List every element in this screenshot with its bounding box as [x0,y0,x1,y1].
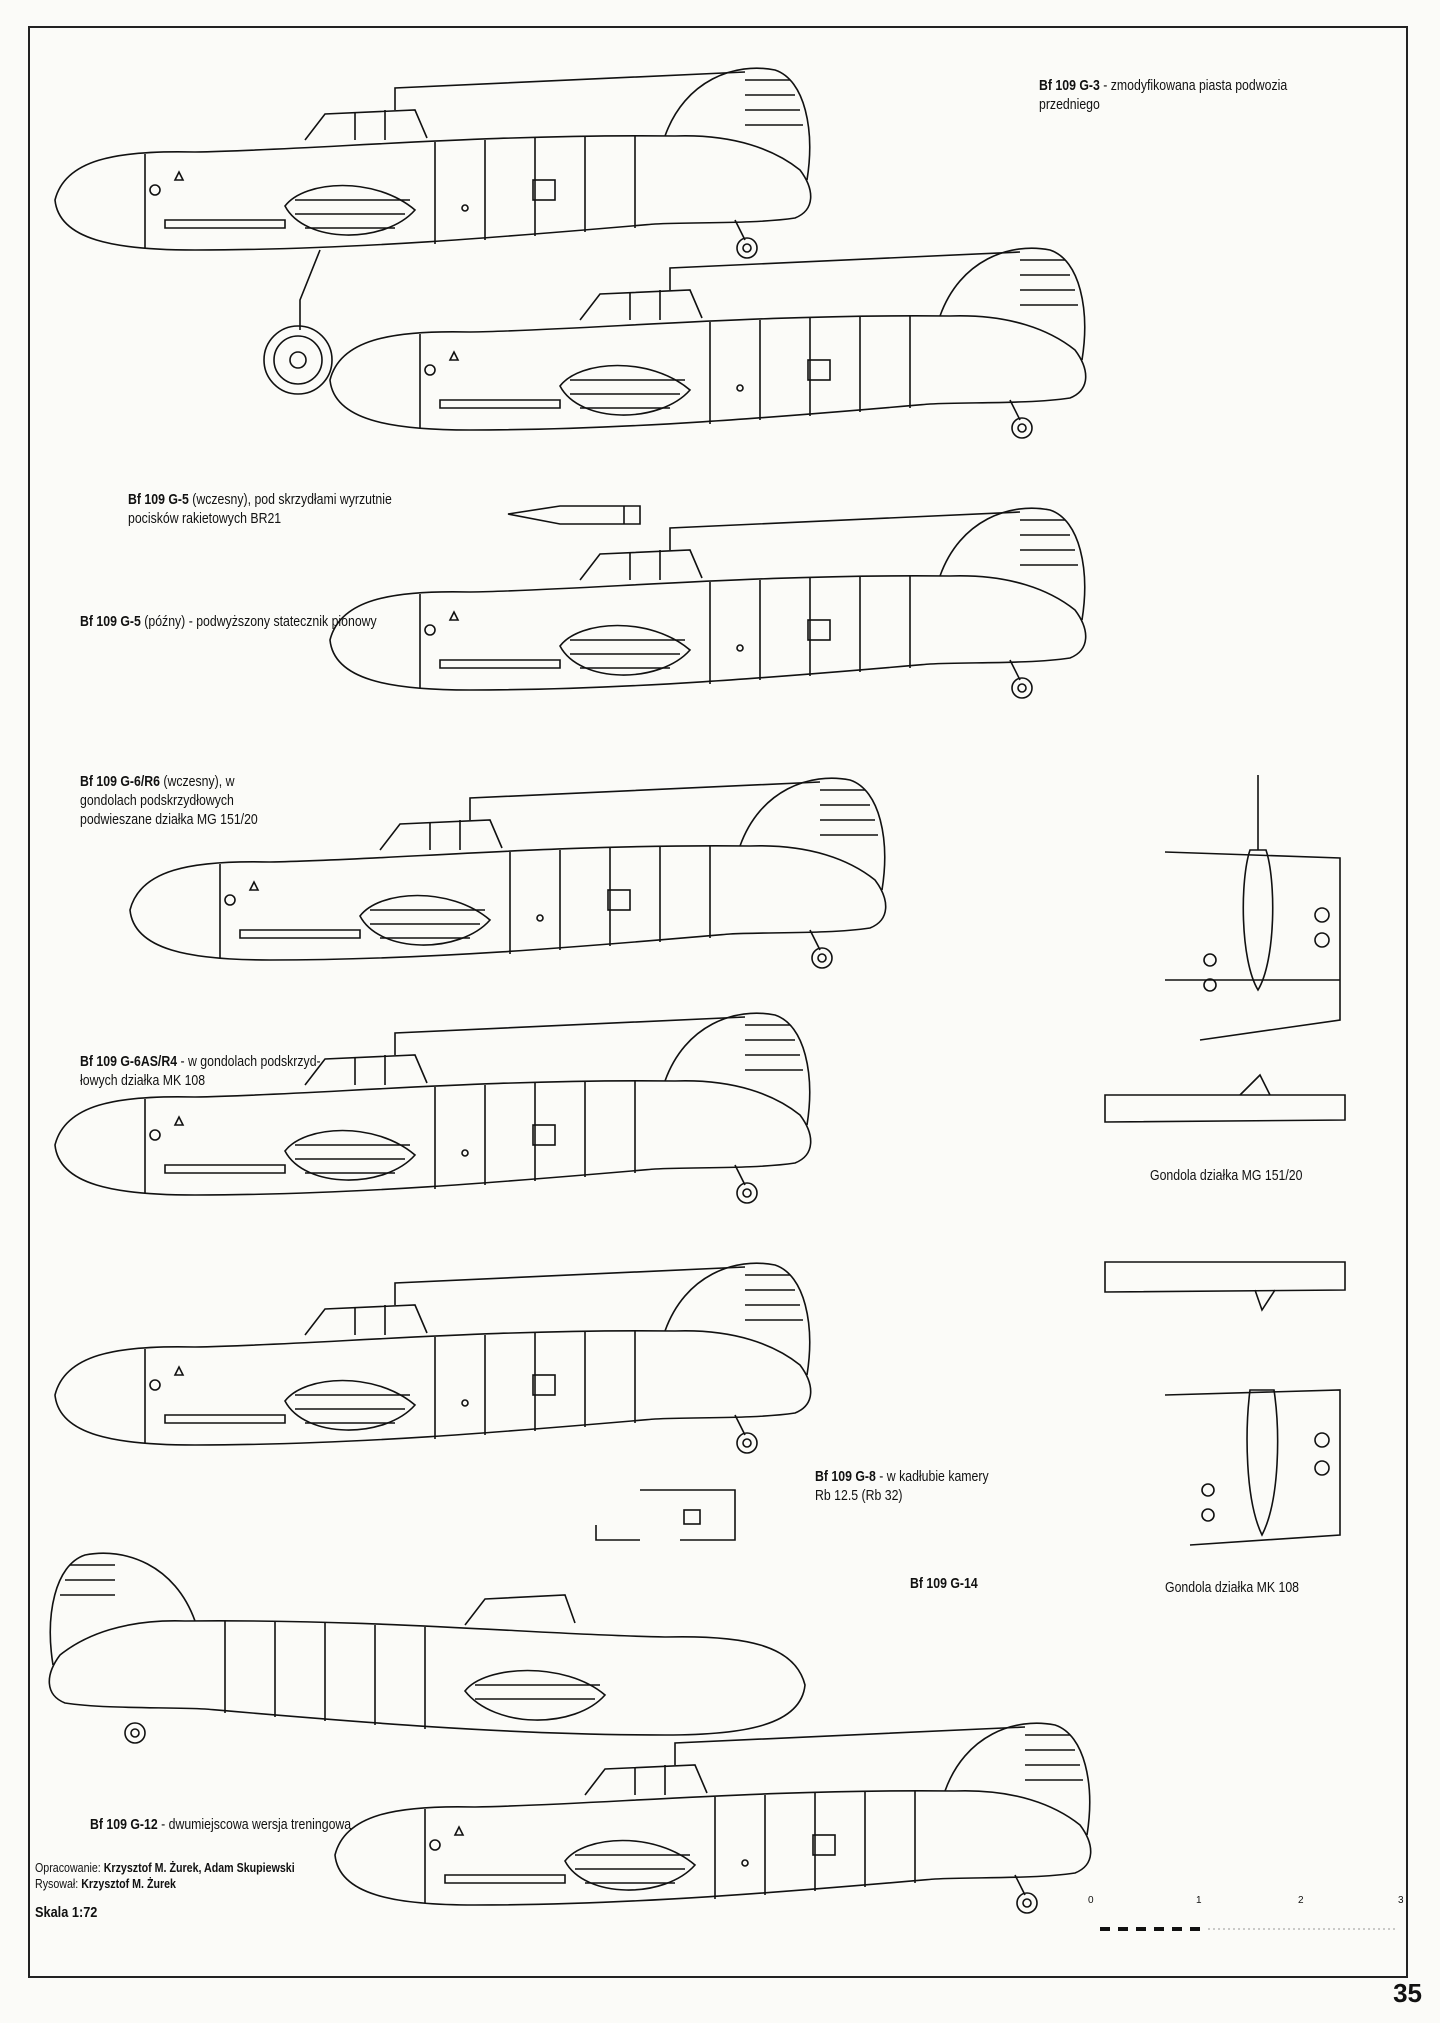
credits: Opracowanie: Krzysztof M. Żurek, Adam Sk… [35,1860,295,1892]
caption-g6as-desc2: łowych działka MK 108 [80,1072,206,1089]
caption-g8: Bf 109 G-8 - w kadłubie kamery Rb 12.5 (… [815,1467,989,1505]
credits-label-2: Rysował: [35,1876,82,1891]
credits-names-1: Krzysztof M. Żurek, Adam Skupiewski [103,1860,295,1875]
caption-g3-desc2: przedniego [1039,96,1100,113]
caption-g12: Bf 109 G-12 - dwumiejscowa wersja trenin… [90,1815,351,1834]
page-number: 35 [1393,1978,1422,2008]
caption-g5l-desc: (późny) - podwyższony statecznik pionowy [140,613,377,630]
scale-label: Skala 1:72 [35,1904,98,1921]
scale-tick-0: 0 [1088,1895,1094,1906]
caption-g14-model: Bf 109 G-14 [910,1575,978,1592]
caption-g6r6-desc: (wczesny), w [159,773,235,790]
caption-g6as-desc: - w gondolach podskrzyd- [177,1053,321,1070]
plane-g3 [54,67,812,259]
page-frame [28,26,1408,1978]
caption-g5-late: Bf 109 G-5 (późny) - podwyższony statecz… [80,612,377,631]
caption-g8-desc: - w kadłubie kamery [875,1468,989,1485]
scale-bar: 0 1 2 3 [1088,1895,1408,1955]
caption-g8-model: Bf 109 G-8 [815,1468,876,1485]
caption-g12-desc: - dwumiejscowa wersja treningowa [157,1816,352,1833]
scale-tick-3: 3 [1398,1895,1404,1906]
gondola-mk-label: Gondola działka MK 108 [1165,1579,1300,1596]
caption-g5e-desc2: pocisków rakietowych BR21 [128,510,282,527]
caption-g14: Bf 109 G-14 [910,1574,978,1593]
caption-g5e-desc: (wczesny), pod skrzydłami wyrzutnie [188,491,392,508]
caption-g3-model: Bf 109 G-3 [1039,77,1100,94]
caption-g5l-model: Bf 109 G-5 [80,613,141,630]
caption-g6r6-model: Bf 109 G-6/R6 [80,773,160,790]
scale-tick-1: 1 [1196,1895,1202,1906]
caption-g5-early: Bf 109 G-5 (wczesny), pod skrzydłami wyr… [128,490,392,528]
scale-bar-graphic [1100,1927,1398,1931]
scale-tick-2: 2 [1298,1895,1304,1906]
caption-g5e-model: Bf 109 G-5 [128,491,189,508]
caption-g6as: Bf 109 G-6AS/R4 - w gondolach podskrzyd-… [80,1052,321,1090]
caption-gondola-mg: Gondola działka MG 151/20 [1150,1166,1302,1185]
caption-g6r6-desc3: podwieszane działka MG 151/20 [80,811,258,828]
caption-g6r6-desc2: gondolach podskrzydłowych [80,792,234,809]
gondola-mg-label: Gondola działka MG 151/20 [1150,1167,1303,1184]
caption-g6r6: Bf 109 G-6/R6 (wczesny), w gondolach pod… [80,772,258,829]
caption-g6as-model: Bf 109 G-6AS/R4 [80,1053,178,1070]
credits-names-2: Krzysztof M. Żurek [81,1876,176,1891]
caption-g3: Bf 109 G-3 - zmodyfikowana piasta podwoz… [1039,76,1287,114]
caption-gondola-mk: Gondola działka MK 108 [1165,1578,1299,1597]
caption-g8-desc2: Rb 12.5 (Rb 32) [815,1487,903,1504]
caption-g3-desc: - zmodyfikowana piasta podwozia [1099,77,1288,94]
credits-label-1: Opracowanie: [35,1860,104,1875]
caption-g12-model: Bf 109 G-12 [90,1816,158,1833]
